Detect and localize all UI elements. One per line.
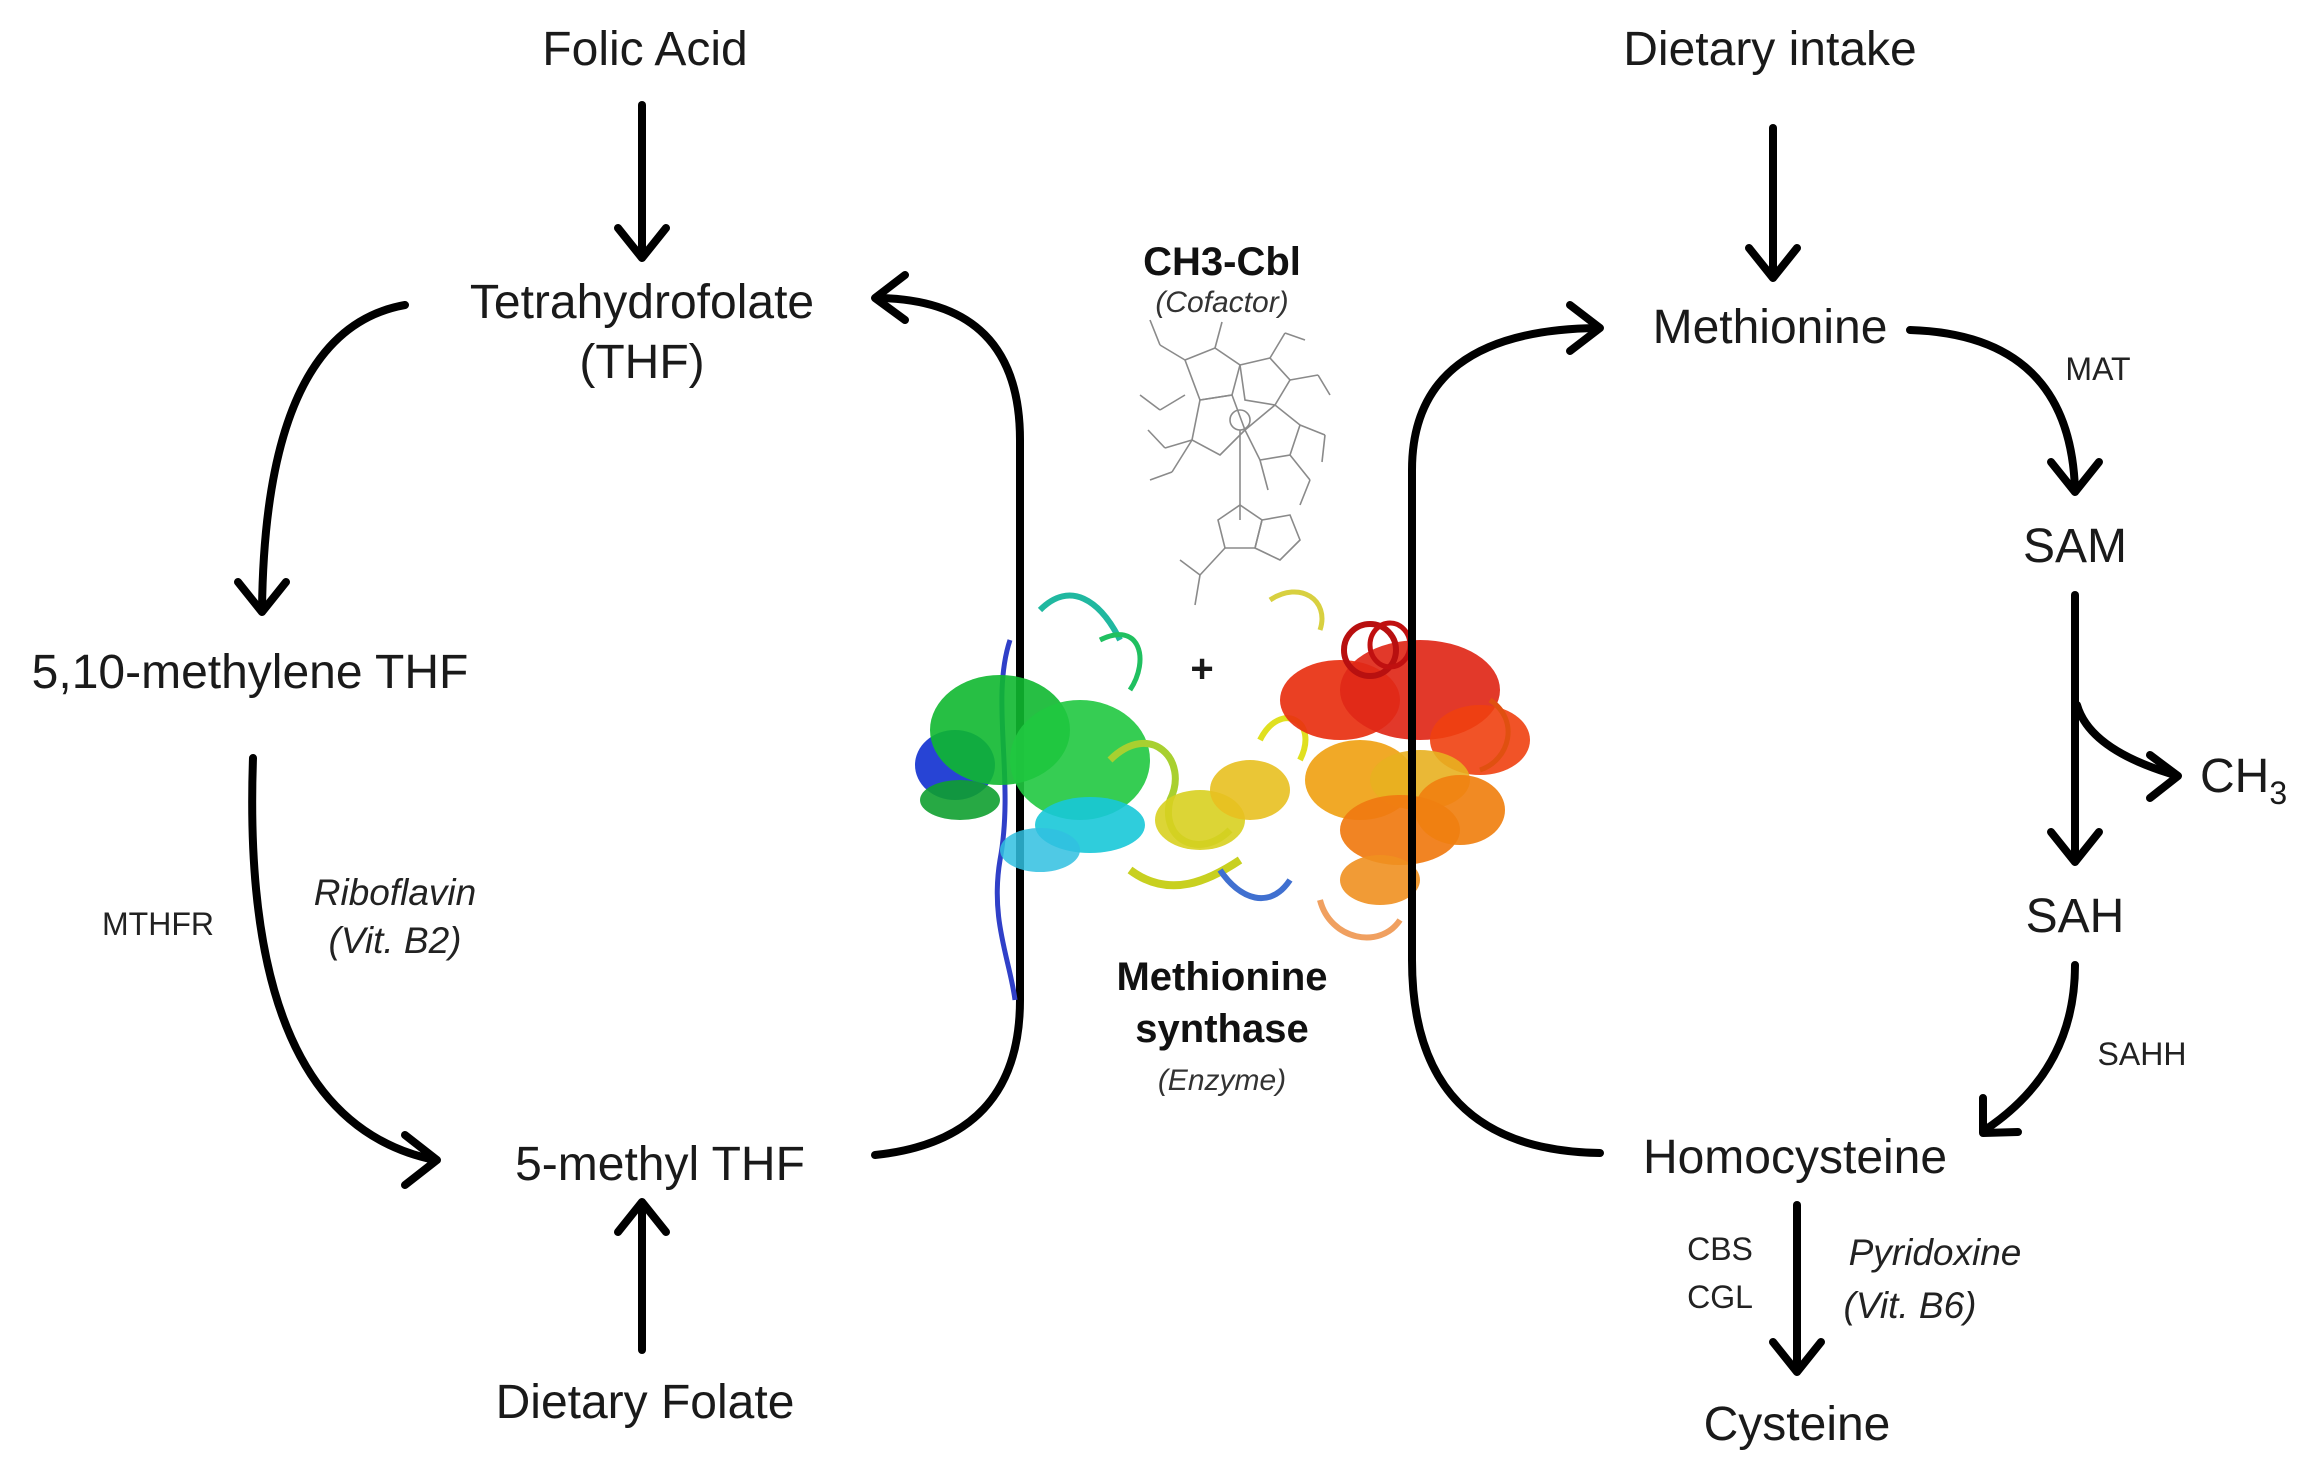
plus-sign-label: + bbox=[1190, 647, 1213, 691]
ch3-text: CH bbox=[2200, 750, 2269, 803]
methionine-synthase-structure-icon bbox=[915, 589, 1530, 1001]
ch3-subscript: 3 bbox=[2269, 775, 2287, 811]
vit-b2-label: (Vit. B2) bbox=[329, 920, 462, 961]
dietary-folate-arrow bbox=[614, 1198, 670, 1354]
methyl-thf-to-thf-arrow bbox=[871, 271, 1024, 1159]
dietary-intake-arrow bbox=[1745, 124, 1801, 282]
methionine-label: Methionine bbox=[1653, 301, 1888, 354]
pyridoxine-label: Pyridoxine bbox=[1849, 1232, 2022, 1273]
enzyme-role-label: (Enzyme) bbox=[1158, 1064, 1286, 1097]
thf-to-methylene-arrow bbox=[234, 301, 409, 616]
riboflavin-label: Riboflavin bbox=[314, 872, 476, 913]
methionine-to-sam-arrow bbox=[1906, 326, 2103, 496]
sah-to-homocysteine-arrow bbox=[1979, 961, 2079, 1137]
sahh-enzyme-label: SAHH bbox=[2098, 1036, 2187, 1072]
folic-acid-label: Folic Acid bbox=[542, 23, 747, 76]
enzyme-name-line2-label: synthase bbox=[1135, 1007, 1308, 1051]
methyl-thf-label: 5-methyl THF bbox=[515, 1138, 805, 1191]
thf-label: Tetrahydrofolate bbox=[470, 276, 814, 329]
cofactor-role-label: (Cofactor) bbox=[1155, 286, 1288, 319]
cgl-enzyme-label: CGL bbox=[1687, 1279, 1753, 1315]
folic-acid-arrow bbox=[614, 101, 670, 262]
enzyme-name-line1-label: Methionine bbox=[1116, 955, 1327, 999]
cbs-enzyme-label: CBS bbox=[1687, 1231, 1753, 1267]
dietary-folate-label: Dietary Folate bbox=[496, 1376, 795, 1429]
mthfr-enzyme-label: MTHFR bbox=[102, 906, 214, 942]
methylene-thf-label: 5,10-methylene THF bbox=[32, 646, 469, 699]
cysteine-label: Cysteine bbox=[1704, 1398, 1891, 1451]
sah-label: SAH bbox=[2026, 890, 2125, 943]
thf-abbrev-label: (THF) bbox=[579, 336, 704, 389]
vit-b6-label: (Vit. B6) bbox=[1844, 1285, 1977, 1326]
sam-label: SAM bbox=[2023, 520, 2127, 573]
ch3-label: CH3 bbox=[2200, 750, 2287, 811]
cobalamin-structure-icon bbox=[1139, 319, 1331, 606]
cofactor-name-label: CH3-Cbl bbox=[1143, 240, 1301, 284]
homocysteine-to-methionine-arrow bbox=[1408, 301, 1604, 1157]
homocysteine-label: Homocysteine bbox=[1643, 1131, 1947, 1184]
mat-enzyme-label: MAT bbox=[2065, 351, 2130, 387]
methylene-to-methyl-arrow bbox=[248, 754, 441, 1189]
sam-to-sah-arrow bbox=[2047, 591, 2182, 866]
homocysteine-to-cysteine-arrow bbox=[1769, 1201, 1825, 1376]
dietary-intake-label: Dietary intake bbox=[1623, 23, 1916, 76]
